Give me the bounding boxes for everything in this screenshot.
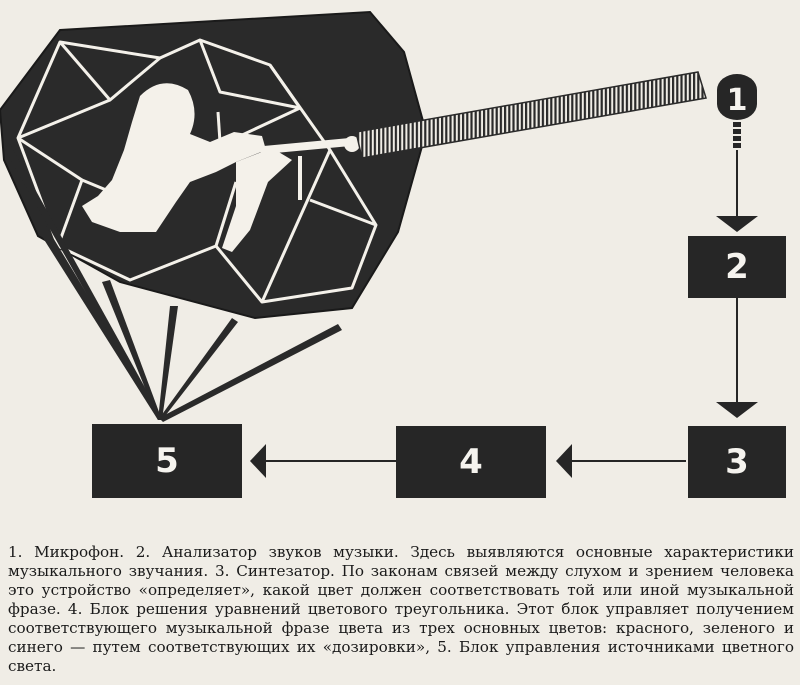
block-2-label: 2 [725,247,749,287]
block-5: 5 [92,424,242,498]
block-5-label: 5 [155,441,179,481]
block-2: 2 [688,236,786,298]
light-rays [4,144,342,422]
diagram: 1 [0,10,758,478]
music-stand [216,111,222,143]
microphone-icon [260,136,360,200]
block-3: 3 [688,426,786,498]
performer-silhouette [82,83,266,233]
block-1: 1 [717,74,757,148]
figure-caption: 1. Микрофон. 2. Анализатор звуков музыки… [8,543,794,675]
sound-wave-coil [355,71,707,159]
arrows [250,150,758,478]
block-4-label: 4 [459,442,483,482]
arrow-4-to-5-head [250,444,266,478]
block-4: 4 [396,426,546,498]
arrow-2-to-3-head [716,402,758,418]
performer-arm [222,148,292,252]
arrow-3-to-4-head [556,444,572,478]
block-1-label: 1 [727,83,748,118]
block-3-label: 3 [725,442,749,482]
arrow-1-to-2-head [716,216,758,232]
